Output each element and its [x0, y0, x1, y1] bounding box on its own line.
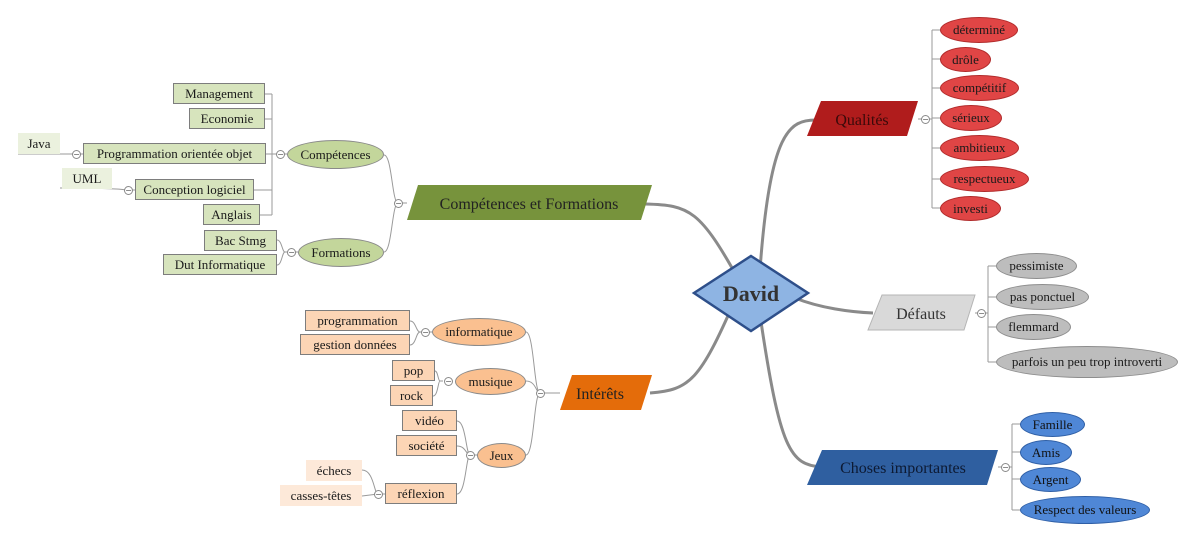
collapse-toggle-choses[interactable]: −: [1001, 463, 1010, 472]
node-echecs[interactable]: échecs: [306, 460, 362, 481]
main-connectors: [644, 118, 874, 469]
connector-choses: [758, 314, 823, 469]
node-management[interactable]: Management: [173, 83, 265, 104]
connector-defauts: [794, 296, 874, 315]
branch-defauts-shape: [867, 294, 976, 331]
branch-choses-label[interactable]: Choses importantes: [840, 460, 966, 477]
branch-qualites-label[interactable]: Qualités: [835, 112, 888, 129]
node-reflexion[interactable]: réflexion: [385, 483, 457, 504]
collapse-toggle-musique[interactable]: −: [444, 377, 453, 386]
thin-connectors: [18, 29, 1020, 511]
node-qualite-ambitieux[interactable]: ambitieux: [940, 135, 1019, 161]
node-dut[interactable]: Dut Informatique: [163, 254, 277, 275]
node-qualite-investi[interactable]: investi: [940, 196, 1001, 221]
node-pop[interactable]: pop: [392, 360, 435, 381]
connector-qualites: [758, 118, 817, 271]
branch-interets-label[interactable]: Intérêts: [576, 386, 624, 403]
node-defaut-introverti[interactable]: parfois un peu trop introverti: [996, 346, 1178, 378]
node-qualite-competitif[interactable]: compétitif: [940, 75, 1019, 101]
branch-choses-shape: [807, 450, 998, 485]
node-informatique[interactable]: informatique: [432, 318, 526, 346]
node-economie[interactable]: Economie: [189, 108, 265, 129]
node-qualite-serieux[interactable]: sérieux: [940, 105, 1002, 131]
node-defaut-pessimiste[interactable]: pessimiste: [996, 253, 1077, 279]
node-video[interactable]: vidéo: [402, 410, 457, 431]
branch-competences-formations-shape: [407, 185, 652, 220]
center-node-shape: [691, 254, 811, 333]
node-competences-label: Compétences: [300, 146, 371, 162]
collapse-toggle-conception[interactable]: −: [124, 186, 133, 195]
node-conception[interactable]: Conception logiciel: [135, 179, 254, 200]
node-qualite-determine[interactable]: déterminé: [940, 17, 1018, 43]
branch-competences-formations-label[interactable]: Compétences et Formations: [440, 196, 619, 213]
node-anglais[interactable]: Anglais: [203, 204, 260, 225]
collapse-toggle-defauts[interactable]: −: [977, 309, 986, 318]
node-poo[interactable]: Programmation orientée objet: [83, 143, 266, 164]
connector-interets: [649, 299, 737, 395]
collapse-toggle-jeux[interactable]: −: [466, 451, 475, 460]
node-chose-famille[interactable]: Famille: [1020, 412, 1085, 437]
collapse-toggle-formations[interactable]: −: [287, 248, 296, 257]
node-chose-amis[interactable]: Amis: [1020, 440, 1072, 465]
node-competences[interactable]: Compétences: [287, 140, 384, 169]
collapse-toggle-informatique[interactable]: −: [421, 328, 430, 337]
node-societe[interactable]: société: [396, 435, 457, 456]
node-uml[interactable]: UML: [62, 168, 112, 189]
node-chose-argent[interactable]: Argent: [1020, 467, 1081, 492]
node-rock[interactable]: rock: [390, 385, 433, 406]
collapse-toggle-reflexion[interactable]: −: [374, 490, 383, 499]
node-bac[interactable]: Bac Stmg: [204, 230, 277, 251]
collapse-toggle-competences[interactable]: −: [276, 150, 285, 159]
center-node-label[interactable]: David: [723, 281, 779, 306]
node-qualite-respectueux[interactable]: respectueux: [940, 166, 1029, 192]
collapse-toggle-competences-formations[interactable]: −: [394, 199, 403, 208]
node-chose-respect[interactable]: Respect des valeurs: [1020, 496, 1150, 524]
branch-qualites-shape: [807, 101, 918, 136]
collapse-toggle-qualites[interactable]: −: [921, 115, 930, 124]
node-gestion-donnees[interactable]: gestion données: [300, 334, 410, 355]
node-defaut-flemmard[interactable]: flemmard: [996, 314, 1071, 340]
node-java[interactable]: Java: [18, 133, 60, 154]
collapse-toggle-interets[interactable]: −: [536, 389, 545, 398]
branch-defauts-label[interactable]: Défauts: [896, 306, 946, 323]
collapse-toggle-poo[interactable]: −: [72, 150, 81, 159]
node-qualite-drole[interactable]: drôle: [940, 47, 991, 72]
node-programmation[interactable]: programmation: [305, 310, 410, 331]
node-formations[interactable]: Formations: [298, 238, 384, 267]
node-defaut-pas-ponctuel[interactable]: pas ponctuel: [996, 284, 1089, 310]
branch-interets-shape: [560, 375, 652, 410]
node-casses-tetes[interactable]: casses-têtes: [280, 485, 362, 506]
connector-competences: [644, 202, 742, 283]
node-musique[interactable]: musique: [455, 368, 526, 395]
node-jeux[interactable]: Jeux: [477, 443, 526, 468]
